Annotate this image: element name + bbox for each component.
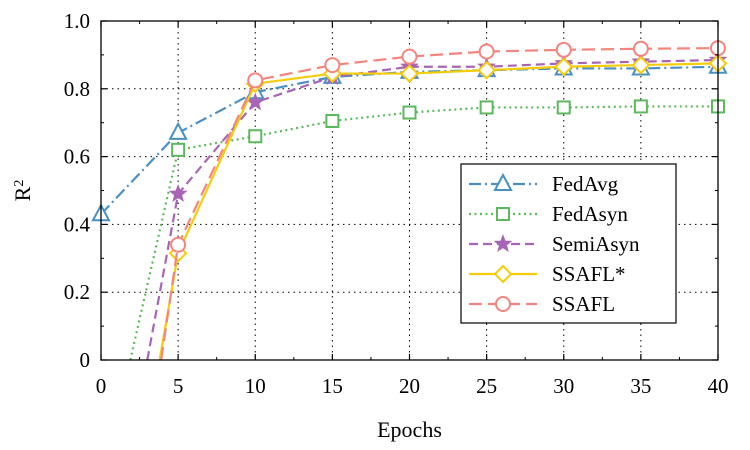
series-lines [91, 40, 728, 361]
data-point-ssafl [631, 55, 651, 75]
legend-label-fedasyn: FedAsyn [552, 202, 628, 226]
data-point-fedasyn [556, 100, 571, 115]
x-tick-label: 40 [708, 374, 729, 398]
legend-marker-ssafl [495, 296, 511, 312]
data-point-ssafl [247, 72, 264, 89]
data-point-ssafl [478, 43, 495, 60]
axis-ticks: 0 5 10 15 20 25 30 35 40 0 0.2 0.4 0.6 0.8 1.0 [64, 9, 729, 398]
x-axis-label: Epochs [377, 417, 442, 442]
series-line-ssafl [160, 47, 719, 361]
series-ssafl [160, 40, 726, 361]
legend-marker-fedavg [493, 172, 513, 191]
x-tick-label: 30 [553, 374, 574, 398]
x-tick-label: 35 [630, 374, 651, 398]
legend-label-semiasyn: SemiAsyn [552, 232, 640, 256]
y-axis-label-base: R [10, 186, 35, 201]
data-point-fedasyn [248, 129, 263, 144]
series-line-fedasyn [129, 105, 718, 361]
y-tick-label: 1.0 [64, 9, 90, 33]
y-tick-label: 0.4 [64, 212, 91, 236]
data-point-ssafl [400, 64, 419, 83]
data-point-fedasyn [325, 114, 340, 129]
legend-label-ssafl: SSAFL* [552, 262, 626, 286]
x-tick-label: 10 [245, 374, 266, 398]
series-ssafl [158, 53, 728, 361]
data-point-fedasyn [171, 142, 186, 157]
y-axis-label-superscript: 2 [12, 180, 27, 187]
data-point-ssafl [632, 40, 649, 57]
data-point-ssafl [555, 41, 572, 58]
data-point-fedasyn [479, 100, 494, 115]
legend-label-ssafl: SSAFL [552, 292, 615, 316]
data-point-ssafl [401, 48, 418, 65]
data-point-semiasyn [168, 183, 188, 202]
y-tick-label: 0.6 [64, 145, 90, 169]
x-tick-label: 0 [96, 374, 107, 398]
y-axis-label: R2 [10, 180, 35, 202]
data-point-fedasyn [633, 99, 648, 114]
data-point-ssafl [324, 57, 341, 74]
legend-marker-fedasyn [496, 207, 510, 221]
y-tick-label: 0.2 [64, 280, 90, 304]
x-tick-label: 15 [322, 374, 343, 398]
legend-marker-semiasyn [493, 234, 513, 253]
data-point-fedavg [168, 121, 188, 140]
legend-marker-ssafl [493, 264, 513, 284]
x-tick-label: 25 [476, 374, 497, 398]
data-point-fedasyn [402, 105, 417, 120]
legend-label-fedavg: FedAvg [552, 172, 619, 196]
data-point-ssafl [170, 236, 187, 253]
x-tick-label: 20 [399, 374, 420, 398]
y-tick-label: 0 [80, 348, 91, 372]
y-tick-label: 0.8 [64, 77, 90, 101]
data-point-ssafl [554, 57, 574, 77]
x-tick-label: 5 [173, 374, 184, 398]
data-point-ssafl [477, 60, 497, 80]
